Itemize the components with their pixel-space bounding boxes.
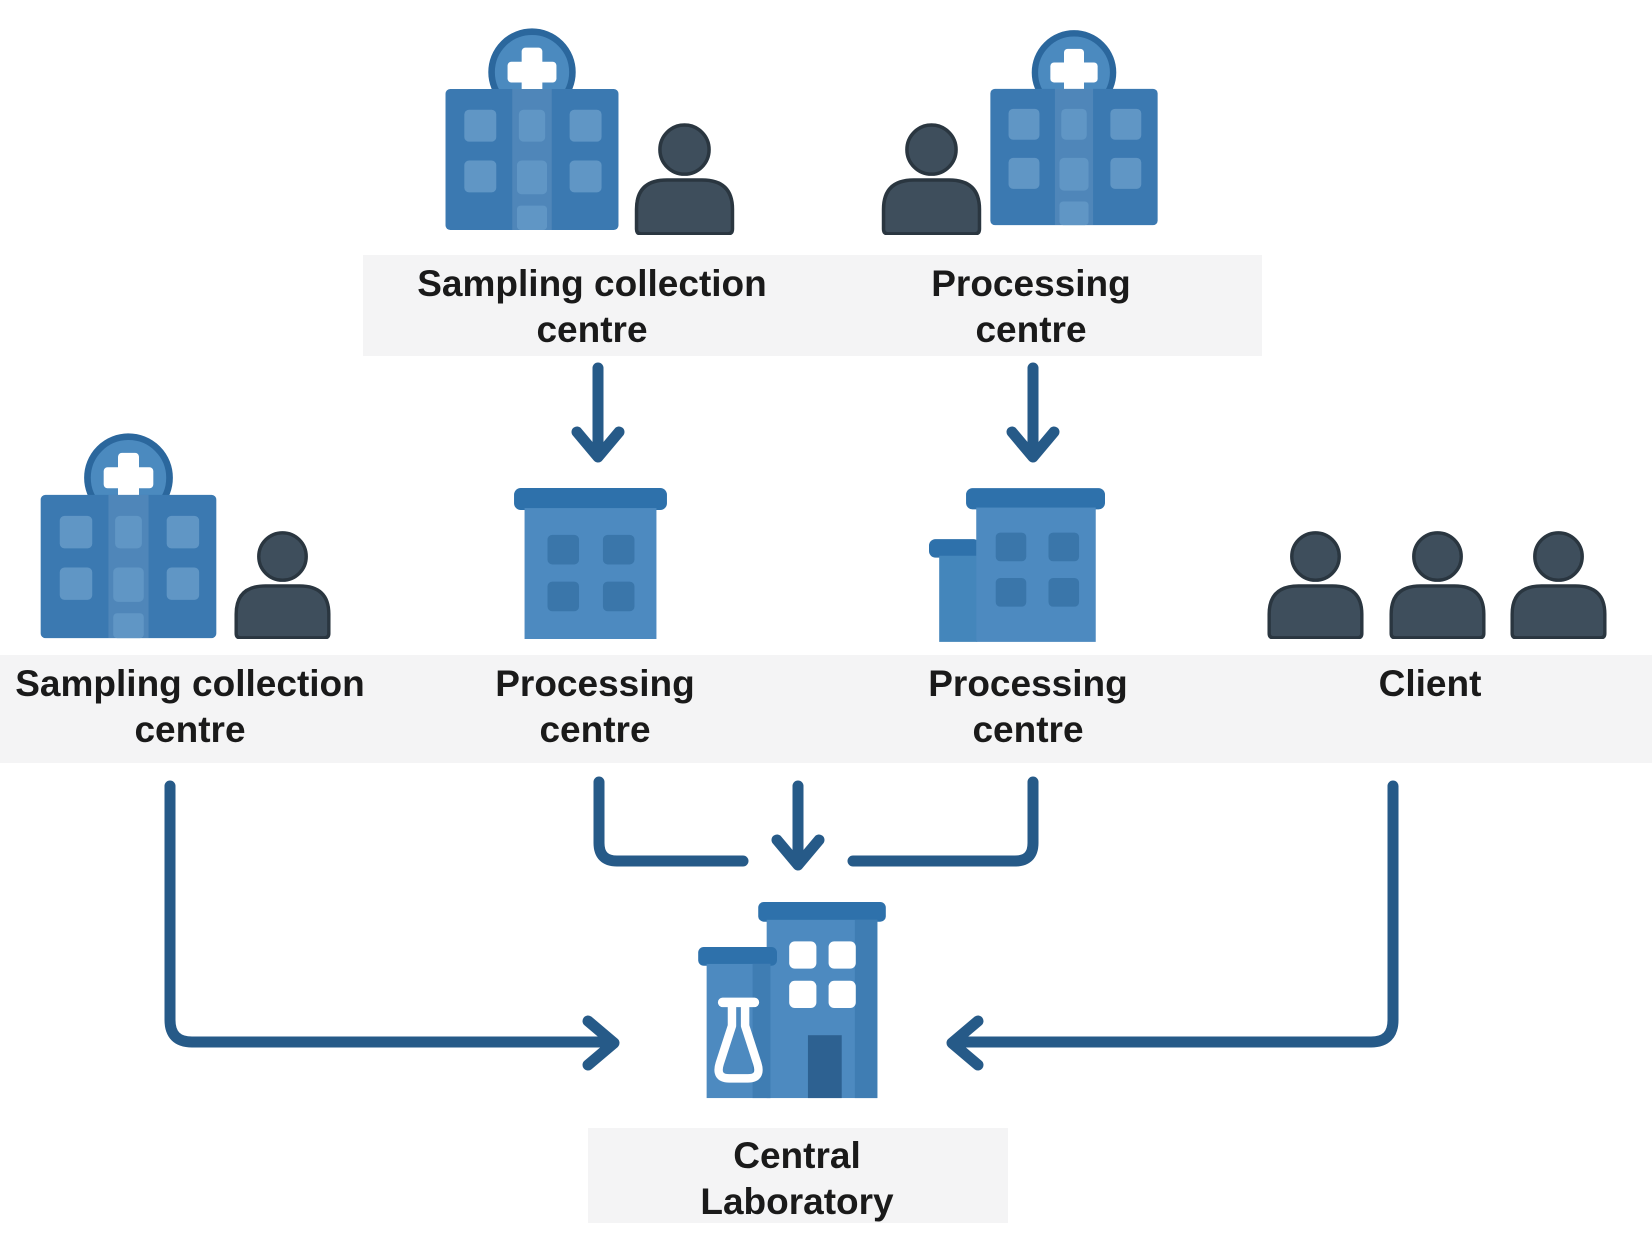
person-icon	[234, 531, 331, 639]
hospital-icon	[41, 437, 217, 638]
person-icon	[881, 123, 982, 235]
hospital-icon	[990, 33, 1157, 225]
hospital-icon	[446, 32, 619, 230]
label-central-laboratory: Central Laboratory	[700, 1135, 894, 1223]
connector-processing-right-merge	[847, 776, 1039, 867]
arrow-merge-to-central-lab	[771, 780, 825, 871]
office-building-annex-icon	[929, 488, 1105, 642]
office-building-icon	[514, 488, 667, 639]
connector-processing-left-merge	[593, 776, 749, 867]
laboratory-building-flask-icon	[698, 902, 886, 1098]
arrow-top-sampling-to-processing	[571, 362, 625, 463]
person-icon	[634, 123, 735, 235]
label-client: Client	[1378, 663, 1482, 704]
label-mid-processing-centre-right: Processing centre	[928, 663, 1128, 751]
person-icon	[1267, 531, 1364, 639]
label-mid-processing-centre-left: Processing centre	[495, 663, 695, 751]
label-top-sampling-collection-centre: Sampling collection centre	[417, 263, 767, 351]
arrow-client-to-central-lab	[946, 780, 1399, 1071]
label-band-top	[363, 255, 1262, 356]
label-band-bottom	[588, 1128, 1008, 1223]
arrow-top-processing-to-processing	[1006, 362, 1060, 463]
label-band-middle	[0, 655, 1652, 763]
person-icon	[1389, 531, 1486, 639]
person-icon	[1510, 531, 1607, 639]
label-top-processing-centre: Processing centre	[931, 263, 1131, 351]
arrow-sampling-to-central-lab	[164, 780, 620, 1071]
label-mid-sampling-collection-centre: Sampling collection centre	[15, 663, 365, 751]
